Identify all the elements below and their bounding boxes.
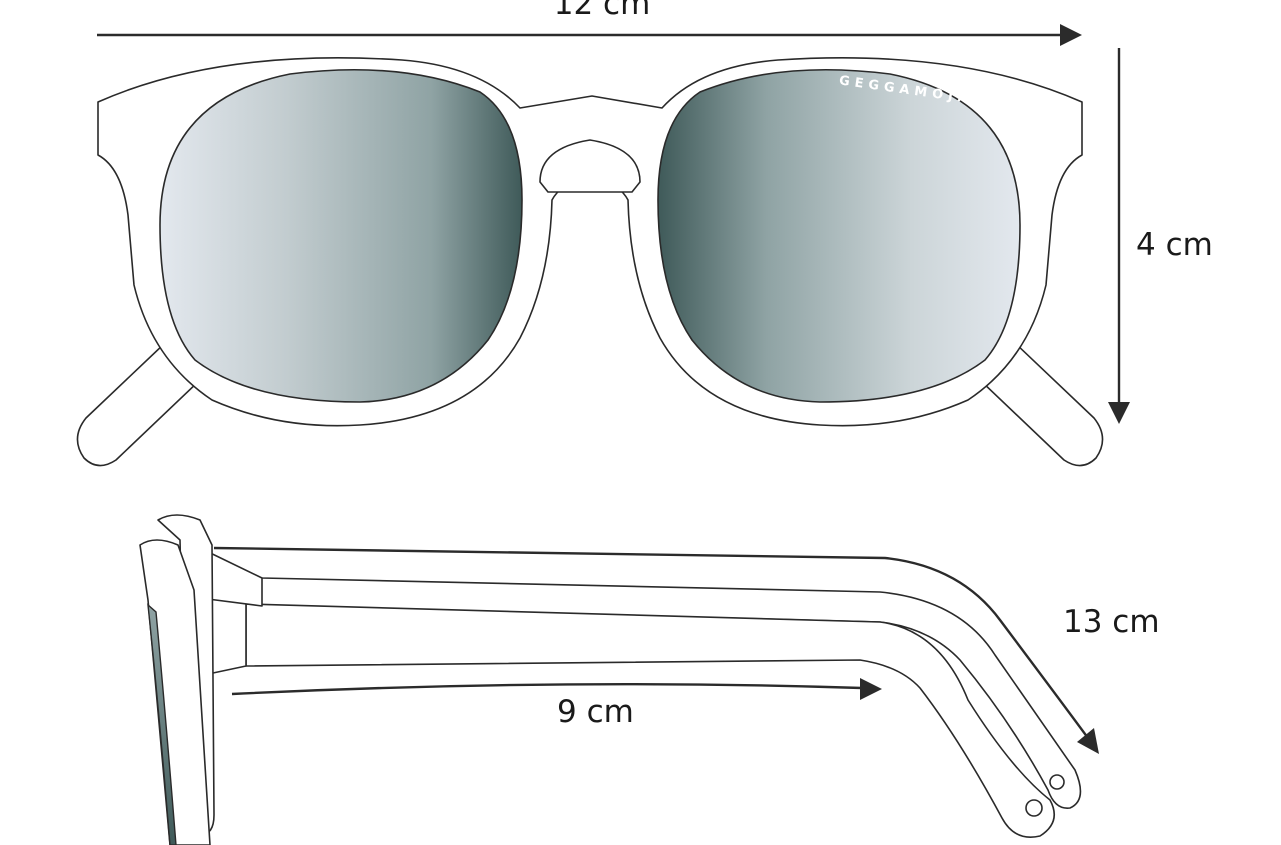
right-lens bbox=[657, 68, 1021, 403]
temple-length-label: 13 cm bbox=[1063, 604, 1160, 640]
side-lens bbox=[147, 603, 177, 845]
front-temple-hinge-dot bbox=[1025, 799, 1043, 817]
side-frame-front bbox=[139, 539, 211, 845]
back-temple-arm bbox=[189, 559, 1082, 809]
front-view: GEGGAMOJA bbox=[76, 57, 1104, 467]
inner-length-arrow-line bbox=[231, 682, 863, 696]
temple-length-dimension: 13 cm bbox=[213, 546, 1160, 754]
left-temple-tip bbox=[76, 342, 201, 467]
front-temple-arm bbox=[245, 603, 1056, 838]
inner-length-label: 9 cm bbox=[557, 694, 634, 730]
width-dimension: 12 cm bbox=[97, 0, 1082, 46]
left-lens bbox=[159, 68, 523, 403]
temple-length-arrowhead bbox=[1077, 728, 1099, 754]
height-label: 4 cm bbox=[1136, 227, 1213, 263]
right-temple-tip bbox=[979, 342, 1104, 467]
inner-length-arrowhead bbox=[860, 678, 882, 700]
side-view bbox=[139, 514, 1082, 845]
temple-length-arrow-line bbox=[213, 546, 1089, 739]
width-label: 12 cm bbox=[554, 0, 651, 22]
height-dimension: 4 cm bbox=[1108, 48, 1213, 424]
inner-length-dimension: 9 cm bbox=[231, 678, 882, 730]
width-arrowhead bbox=[1060, 24, 1082, 46]
nose-bridge-opening bbox=[539, 139, 641, 193]
height-arrowhead bbox=[1108, 402, 1130, 424]
back-temple-hinge-dot bbox=[1049, 774, 1065, 790]
